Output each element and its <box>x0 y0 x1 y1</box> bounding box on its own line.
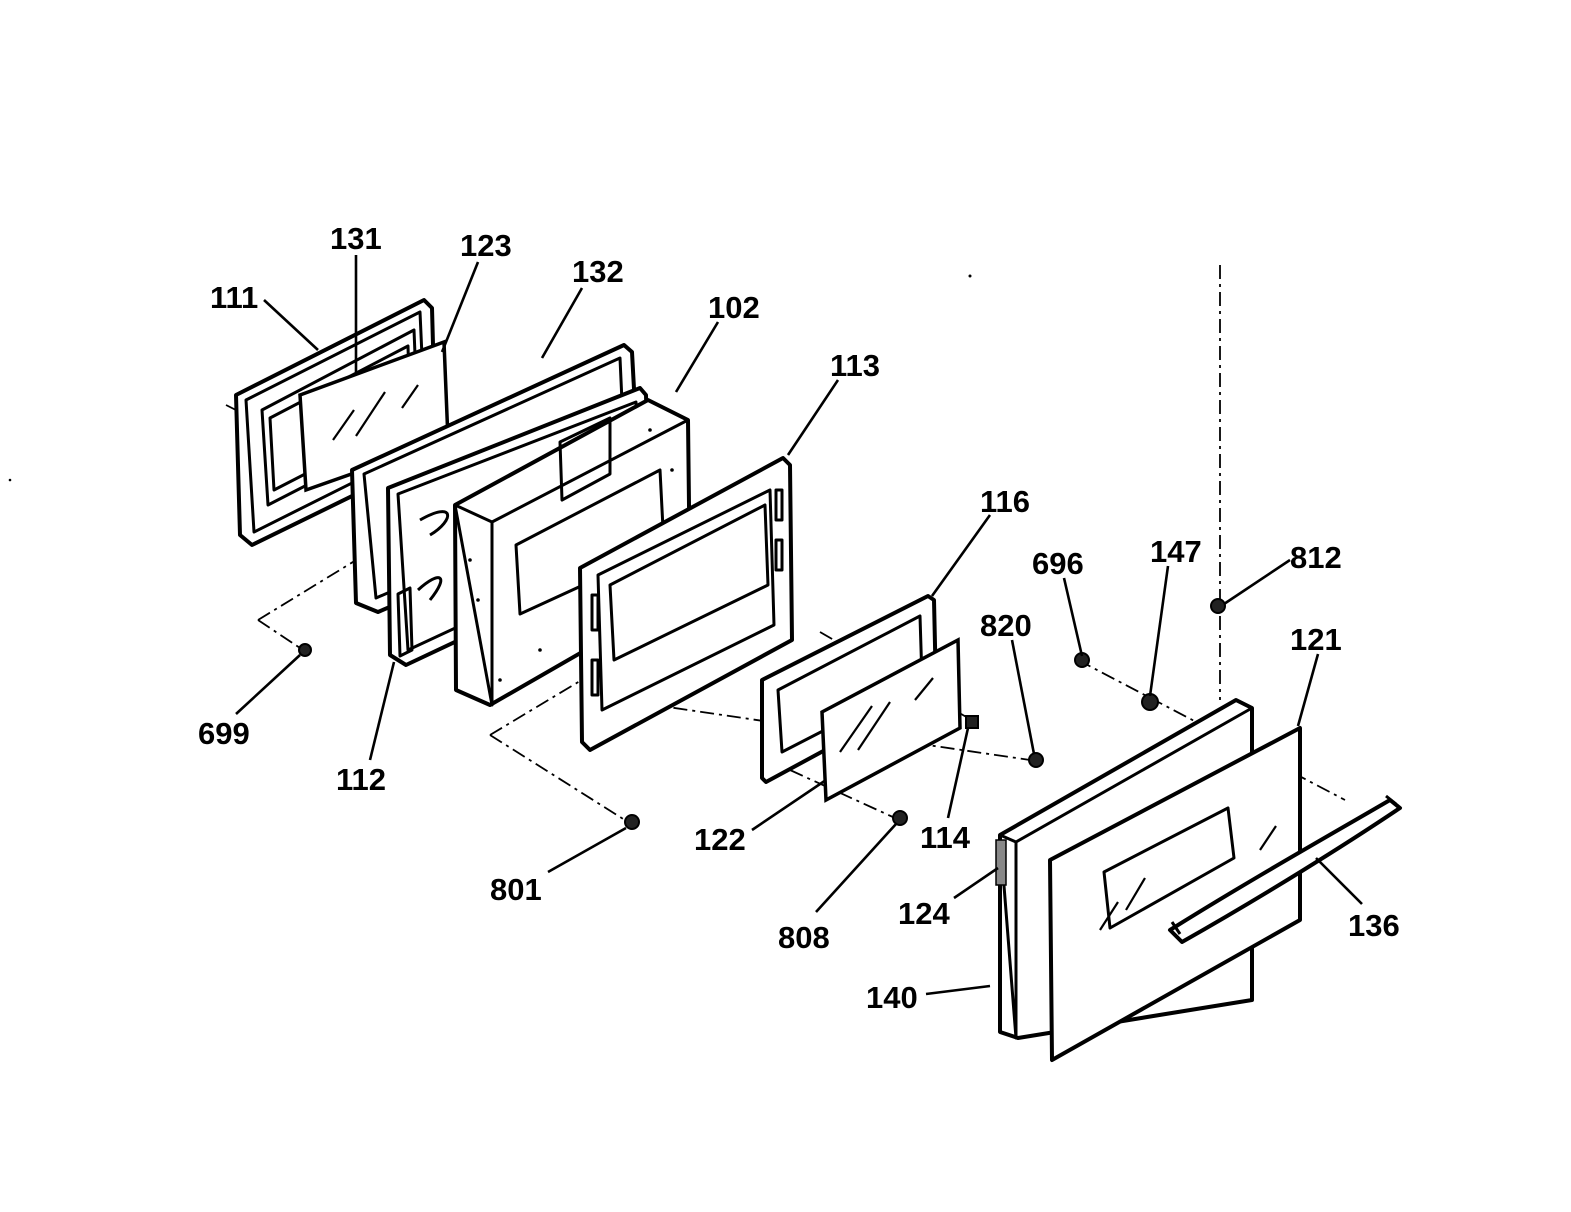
callout-801: 801 <box>490 872 542 907</box>
outer-glass-122 <box>820 637 962 803</box>
callout-111: 111 <box>210 280 258 315</box>
leader-123 <box>440 261 480 353</box>
leader-121 <box>1296 653 1320 727</box>
screw-820-icon <box>1028 752 1044 768</box>
callout-124: 124 <box>898 896 950 931</box>
leader-113 <box>786 379 840 456</box>
leader-808 <box>815 823 897 913</box>
outer-door-panel-121 <box>995 698 1302 1062</box>
callout-121: 121 <box>1290 622 1342 657</box>
callout-131: 131 <box>330 221 382 256</box>
screw-699-icon <box>298 643 312 657</box>
leader-696 <box>1062 577 1084 657</box>
scan-speck <box>968 274 972 278</box>
leader-111 <box>263 299 319 351</box>
centerline-699-end <box>257 619 301 649</box>
leader-122 <box>751 778 827 832</box>
callout-112: 112 <box>336 762 386 797</box>
callout-136: 136 <box>1348 908 1400 943</box>
door-liner-113 <box>578 456 794 752</box>
centerline-801-end <box>489 734 629 823</box>
clip-114-icon <box>965 715 979 729</box>
callout-113: 113 <box>830 348 880 383</box>
callout-labels: 111 131 123 132 102 113 116 696 147 812 … <box>198 221 1400 1015</box>
leader-140 <box>925 984 991 996</box>
centerline-808 <box>789 769 896 819</box>
callout-116: 116 <box>980 484 1030 519</box>
leader-lines <box>235 255 1363 996</box>
screw-801-icon <box>624 814 640 830</box>
door-handle-136 <box>1168 794 1402 944</box>
centerline-820 <box>619 699 1031 761</box>
callout-820: 820 <box>980 608 1032 643</box>
callout-812: 812 <box>1290 540 1342 575</box>
leader-820 <box>1010 639 1036 755</box>
leader-699 <box>235 654 301 715</box>
callout-123: 123 <box>460 228 512 263</box>
callout-140: 140 <box>866 980 918 1015</box>
callout-808: 808 <box>778 920 830 955</box>
leader-801 <box>547 826 627 874</box>
leader-132 <box>540 287 584 359</box>
callout-122: 122 <box>694 822 746 857</box>
callout-132: 132 <box>572 254 624 289</box>
leader-102 <box>674 321 720 393</box>
screw-812-icon <box>1210 598 1226 614</box>
leader-114 <box>946 727 970 819</box>
leader-812 <box>1223 558 1291 606</box>
leader-136 <box>1315 857 1363 905</box>
callout-114: 114 <box>920 820 971 855</box>
leader-116 <box>930 514 992 597</box>
callout-696: 696 <box>1032 546 1084 581</box>
leader-112 <box>368 661 396 761</box>
fasteners <box>298 598 1226 830</box>
leader-124 <box>953 866 999 900</box>
callout-699: 699 <box>198 716 250 751</box>
leader-147 <box>1148 565 1170 697</box>
screw-808-icon <box>892 810 908 826</box>
washer-147-icon <box>1141 693 1159 711</box>
callout-147: 147 <box>1150 534 1202 569</box>
scan-speck <box>8 478 12 482</box>
callout-102: 102 <box>708 290 760 325</box>
